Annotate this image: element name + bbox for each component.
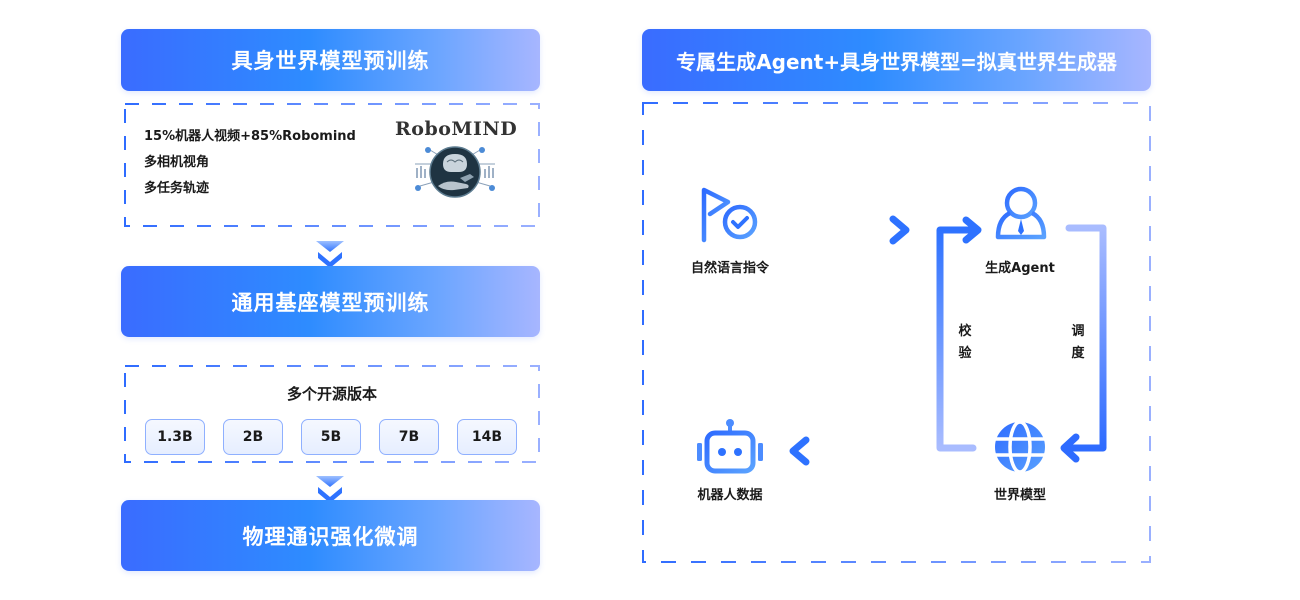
node-label-world-model: 世界模型 — [993, 488, 1046, 503]
stage2-banner: 通用基座模型预训练 — [121, 266, 540, 337]
flag-check-icon — [701, 187, 758, 243]
generator-title: 专属生成Agent+具身世界模型=拟真世界生成器 — [676, 49, 1117, 74]
node-label-robot-data: 机器人数据 — [697, 488, 763, 503]
version-chip: 2B — [223, 419, 283, 455]
globe-icon — [995, 420, 1045, 474]
versions-frame — [124, 365, 540, 463]
stage1-banner: 具身世界模型预训练 — [121, 29, 540, 91]
node-label-instruction: 自然语言指令 — [690, 261, 769, 276]
loop-label-verify: 校 验 — [958, 324, 972, 361]
double-chevron-down-icon — [316, 476, 344, 503]
robomind-logo: RoboMIND — [395, 118, 518, 206]
data-line-multitask: 多任务轨迹 — [144, 181, 210, 196]
versions-title: 多个开源版本 — [286, 385, 377, 403]
stage3-banner: 物理通识强化微调 — [121, 500, 540, 571]
stage2-title: 通用基座模型预训练 — [231, 290, 430, 315]
user-tie-icon — [995, 186, 1047, 240]
data-line-multicam: 多相机视角 — [144, 155, 210, 170]
robomind-logo-text: RoboMIND — [395, 118, 518, 140]
stage1-data-list: 15%机器人视频+85%Robomind 多相机视角 多任务轨迹 — [144, 124, 356, 202]
loop-label-schedule: 调 度 — [1071, 324, 1085, 361]
stage1-data-frame — [124, 103, 540, 227]
brain-robot-hand-icon — [415, 146, 495, 198]
robot-icon — [697, 419, 763, 474]
stage3-title: 物理通识强化微调 — [242, 524, 419, 549]
version-chip: 5B — [301, 419, 361, 455]
node-label-agent: 生成Agent — [985, 261, 1055, 276]
version-chip: 1.3B — [145, 419, 205, 455]
double-chevron-down-icon — [316, 241, 344, 268]
data-line-mix: 15%机器人视频+85%Robomind — [144, 129, 356, 144]
generator-frame — [642, 102, 1151, 563]
stage1-title: 具身世界模型预训练 — [231, 49, 430, 73]
generator-banner: 专属生成Agent+具身世界模型=拟真世界生成器 — [642, 29, 1151, 91]
version-chip: 14B — [457, 419, 517, 455]
version-chip: 7B — [379, 419, 439, 455]
